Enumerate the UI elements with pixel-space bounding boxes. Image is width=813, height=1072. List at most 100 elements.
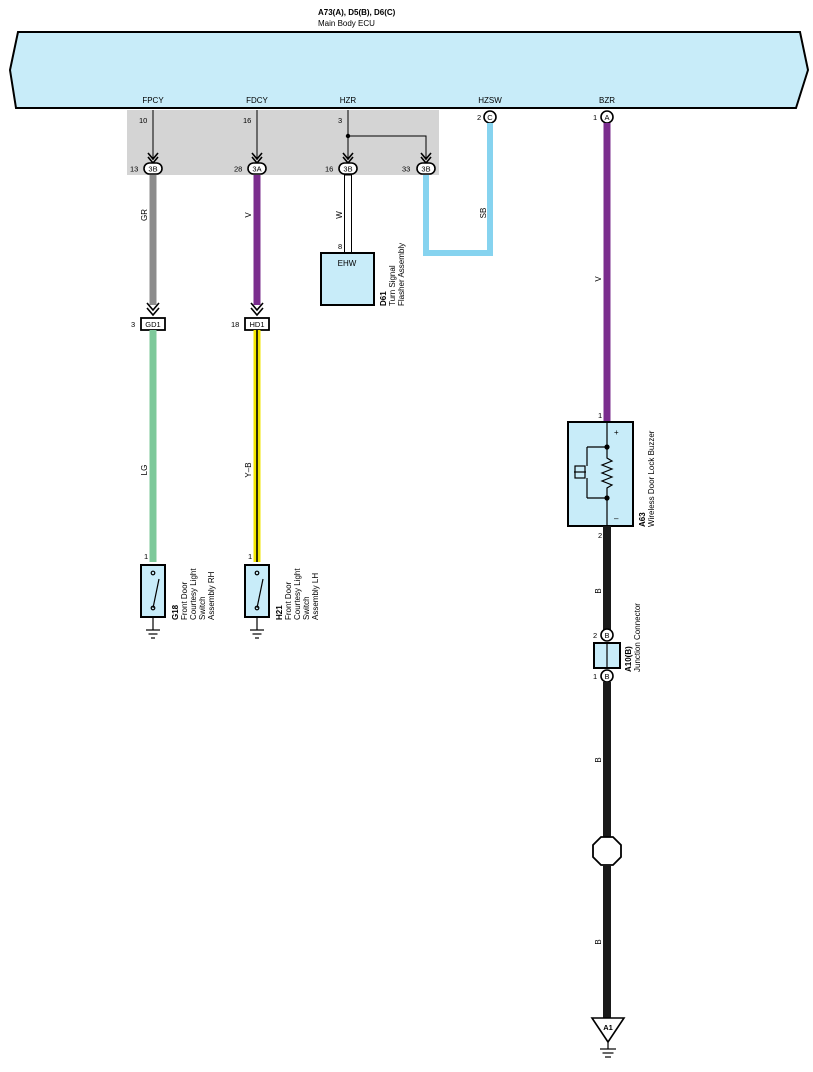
wire-ground-b3 [603,865,611,1018]
ecu-code: A73(A), D5(B), D6(C) [318,8,396,17]
ecu-connector-area [127,110,439,175]
connector-arrow-hd1 [250,302,264,317]
a63-label: A63 Wireless Door Lock Buzzer [638,430,656,527]
junction-hd1-pin: 18 [231,320,239,329]
wire-fpcy-lg [149,330,157,562]
a63-pin-bottom: 2 [598,531,602,540]
g18-line-3: Switch [198,596,207,620]
g18-code: G18 [171,604,180,620]
h21-line-4: Assembly LH [311,573,320,620]
ground-icon-g18 [146,617,160,639]
terminal-bzr-code: A [604,113,609,122]
flasher-d61-terminal: EHW [338,259,357,268]
pin-hzsw: 2 [477,113,481,122]
junction-gd1-label: GD1 [145,320,160,329]
wire-label-b1: B [594,588,603,593]
connector-code-33: 3B [421,165,430,174]
junction-hd1-label: HD1 [249,320,264,329]
buzzer-plus: + [614,428,619,437]
d61-line-2: Flasher Assembly [397,243,406,306]
h21-pin: 1 [248,552,252,561]
wire-fpcy-gr [149,175,157,305]
flasher-d61 [320,252,375,306]
buzzer-a63 [567,421,634,527]
g18-label: G18 Front Door Courtesy Light Switch Ass… [171,566,216,620]
wire-bzr-v [603,123,611,421]
connector-pin-28: 28 [234,165,242,174]
switch-h21 [244,564,270,618]
wire-hzr-w [344,174,352,254]
ecu-terminal-bzr: BZR [599,96,615,105]
a10-terminal-top-code: B [604,631,609,640]
h21-line-1: Front Door [284,581,293,620]
a10-line-1: Junction Connector [633,603,642,672]
wire-label-sb: SB [479,208,488,219]
h21-label: H21 Front Door Courtesy Light Switch Ass… [275,566,320,620]
wire-label-yb: Y–B [244,462,253,477]
switch-h21-symbol [254,570,264,611]
ground-icon-h21 [250,617,264,639]
ecu-terminal-hzsw: HZSW [478,96,502,105]
pin-hzr: 3 [338,116,342,125]
ecu-terminal-fdcy: FDCY [246,96,268,105]
d61-line-1: Turn Signal [388,265,397,306]
ground-icon-a1 [600,1042,616,1058]
ground-point-a1-label: A1 [603,1023,613,1032]
terminal-hzsw-code: C [487,113,493,122]
d61-code: D61 [379,291,388,306]
wire-label-v-fdcy: V [244,212,253,218]
g18-line-2: Courtesy Light [189,568,198,620]
connector-code-13: 3B [148,165,157,174]
wire-ground-b2 [603,682,611,837]
a10-code: A10(B) [624,646,633,672]
a63-pin-top: 1 [598,411,602,420]
connector-badge-33 [416,162,436,175]
connector-badge-28 [247,162,267,175]
wire-ground-b1 [603,526,611,630]
connector-badge-16 [338,162,358,175]
g18-line-1: Front Door [180,581,189,620]
switch-g18-symbol [150,570,160,611]
connector-badge-13 [143,162,163,175]
pin-fpcy: 10 [139,116,147,125]
wire-label-b3: B [594,939,603,944]
wire-label-v-bzr: V [594,276,603,282]
a10-terminal-top [600,628,614,642]
a63-line-1: Wireless Door Lock Buzzer [647,430,656,527]
a10-terminal-bottom-code: B [604,672,609,681]
connector-arrow-gd1 [146,302,160,317]
a63-code: A63 [638,512,647,527]
ecu-terminal-hzr: HZR [340,96,357,105]
connector-pin-16: 16 [325,165,333,174]
ecu-body [8,31,810,109]
a10-label: A10(B) Junction Connector [624,603,642,672]
g18-line-4: Assembly RH [207,571,216,620]
buzzer-minus: – [614,514,619,523]
junction-gd1-pin: 3 [131,320,135,329]
wire-label-lg: LG [140,465,149,476]
internal-line-hzr-branch [348,135,427,160]
wire-hzsw-sb [423,123,493,256]
a10-pin-bottom: 1 [593,672,597,681]
ecu-terminal-fpcy: FPCY [142,96,164,105]
connector-code-28: 3A [252,165,261,174]
connector-code-16: 3B [343,165,352,174]
wire-label-w: W [335,211,344,219]
h21-code: H21 [275,605,284,620]
wire-fdcy-v [253,175,261,305]
g18-pin: 1 [144,552,148,561]
d61-label: D61 Turn Signal Flasher Assembly [379,243,406,306]
h21-line-2: Courtesy Light [293,568,302,620]
connector-pin-13: 13 [130,165,138,174]
splice-octagon [592,836,622,866]
pin-bzr: 1 [593,113,597,122]
ecu-name: Main Body ECU [318,19,375,28]
a10-pin-top: 2 [593,631,597,640]
d61-pin: 8 [338,242,342,251]
connector-pin-33: 33 [402,165,410,174]
wire-label-gr: GR [140,209,149,221]
buzzer-a63-symbol [574,422,614,526]
wire-label-b2: B [594,757,603,762]
pin-fdcy: 16 [243,116,251,125]
